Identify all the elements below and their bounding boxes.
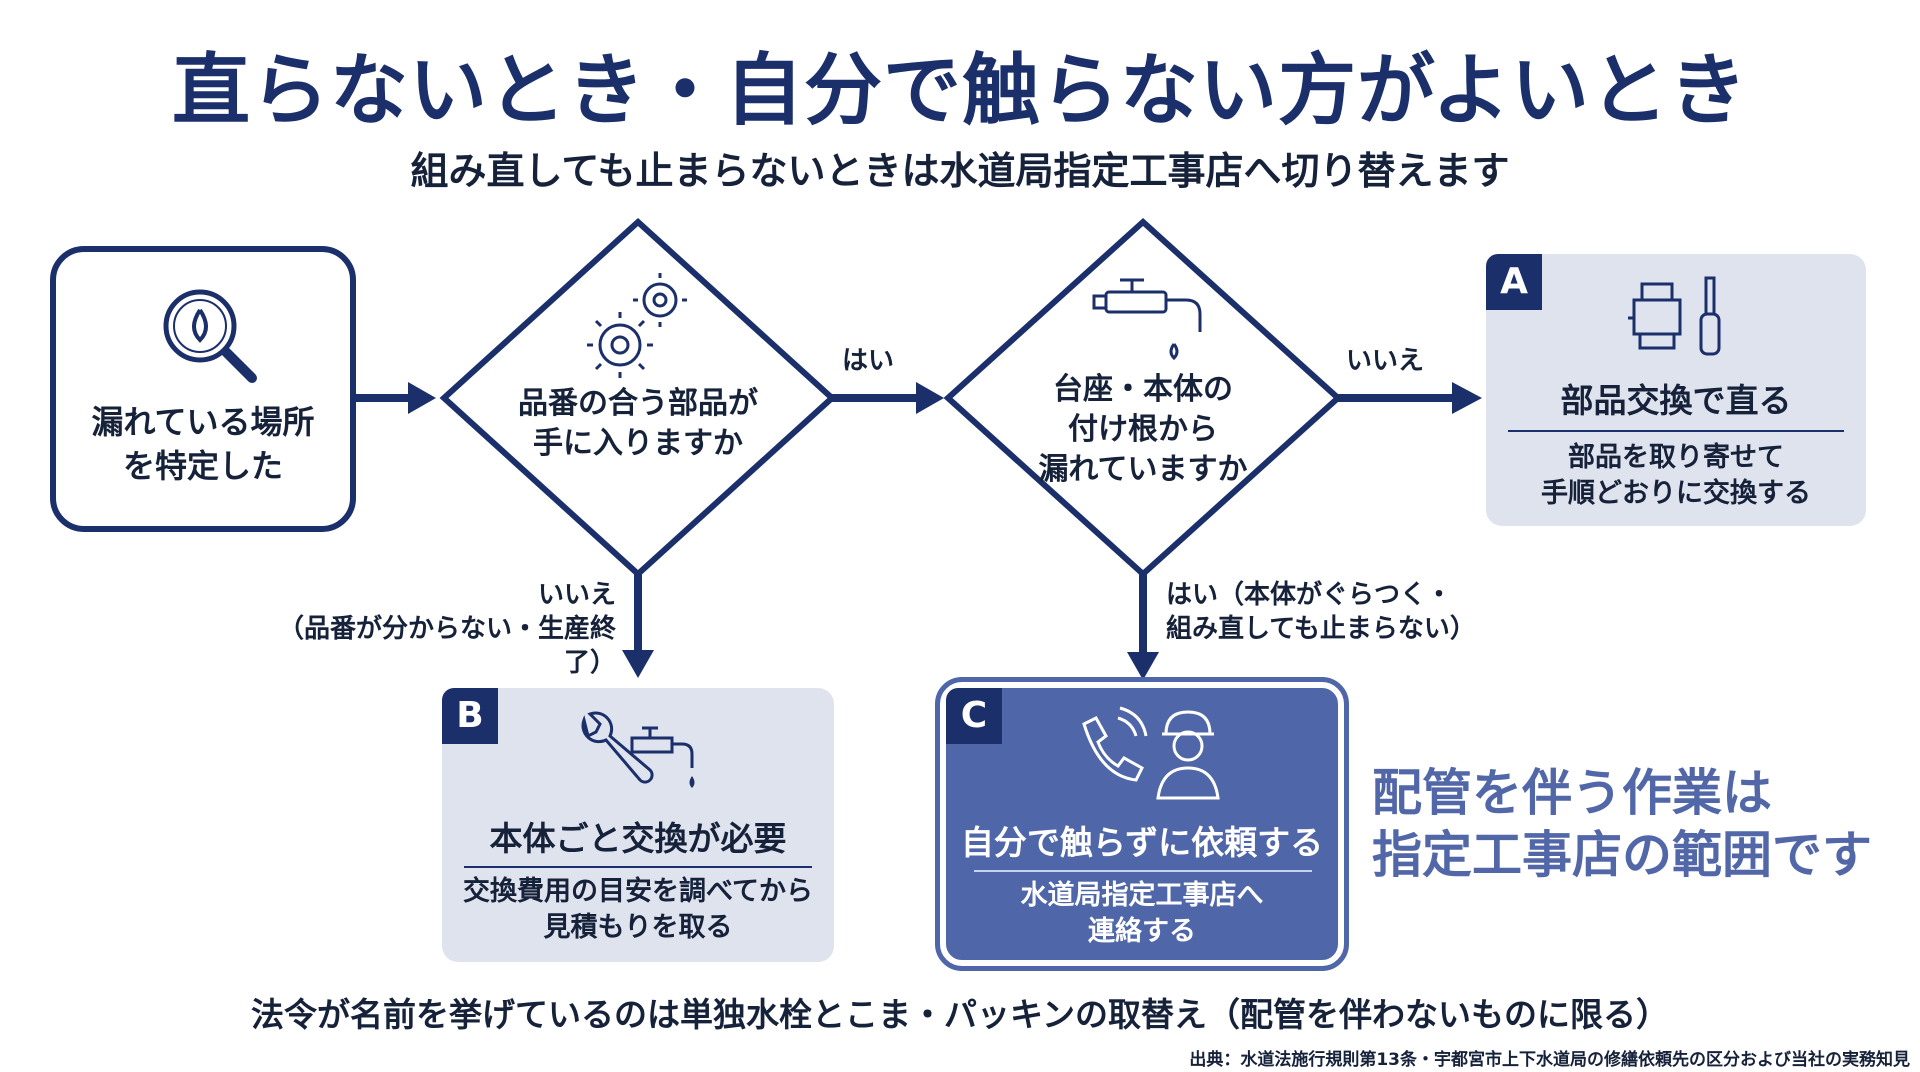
outcome-c-divider (974, 870, 1312, 872)
arrow-start-to-decision1 (356, 382, 436, 414)
page-subtitle: 組み直しても止まらないときは水道局指定工事店へ切り替えます (410, 149, 1510, 193)
arrow-decision2-to-a (1338, 382, 1482, 414)
outcome-a-title: 部品交換で直る (1560, 381, 1792, 420)
gears-icon (587, 273, 687, 378)
faucet-icon (1092, 278, 1202, 361)
outcome-b-divider (464, 866, 812, 868)
footer-note: 法令が名前を挙げているのは単独水栓とこま・パッキンの取替え（配管を伴わないものに… (250, 995, 1669, 1034)
phone-worker-icon (1070, 704, 1220, 806)
edge-label-d1-yes: はい (842, 346, 895, 376)
outcome-a-badge: A (1486, 254, 1542, 310)
arrow-decision1-to-decision2 (832, 382, 944, 414)
outcome-c-desc: 水道局指定工事店へ 連絡する (1020, 880, 1264, 947)
outcome-c-title: 自分で触らずに依頼する (960, 823, 1324, 862)
start-text: 漏れている場所 を特定した (91, 403, 315, 485)
page-title: 直らないとき・自分で触らない方がよいとき (171, 46, 1749, 136)
edge-label-d2-no: いいえ (1346, 346, 1425, 376)
arrow-decision2-to-c (1127, 574, 1159, 680)
outcome-b-badge: B (442, 688, 498, 744)
outcome-a-card: A 部品交換で直る 部品を取り寄せて 手順どおりに交換する (1486, 254, 1866, 526)
edge-label-d1-no: いいえ （品番が分からない・生産終了） (277, 580, 616, 678)
outcome-b-card: B 本体ごと交換が必要 交換費用の目安を調べてから 見積もりを取る (442, 688, 834, 962)
outcome-a-divider (1508, 430, 1844, 432)
start-node: 漏れている場所 を特定した (50, 246, 356, 532)
magnifier-drop-icon (156, 282, 266, 396)
parts-screwdriver-icon (1626, 274, 1736, 368)
wrench-faucet-icon (574, 706, 704, 806)
source-citation: 出典：水道法施行規則第13条・宇都宮市上下水道局の修繕依頼先の区分および当社の実… (1189, 1050, 1910, 1070)
arrow-decision1-to-b (622, 574, 654, 678)
outcome-c-badge: C (946, 688, 1002, 744)
decision-2-text: 台座・本体の 付け根から 漏れていますか (1038, 372, 1248, 487)
side-note: 配管を伴う作業は 指定工事店の範囲です (1372, 764, 1872, 884)
edge-label-d2-yes: はい（本体がぐらつく・ 組み直しても止まらない） (1166, 580, 1476, 644)
outcome-b-title: 本体ごと交換が必要 (489, 819, 787, 858)
outcome-b-desc: 交換費用の目安を調べてから 見積もりを取る (463, 876, 813, 943)
outcome-a-desc: 部品を取り寄せて 手順どおりに交換する (1541, 442, 1811, 509)
outcome-c-card: C 自分で触らずに依頼する 水道局指定工事店へ 連絡する (935, 677, 1349, 971)
decision-1-text: 品番の合う部品が 手に入りますか (518, 386, 758, 461)
